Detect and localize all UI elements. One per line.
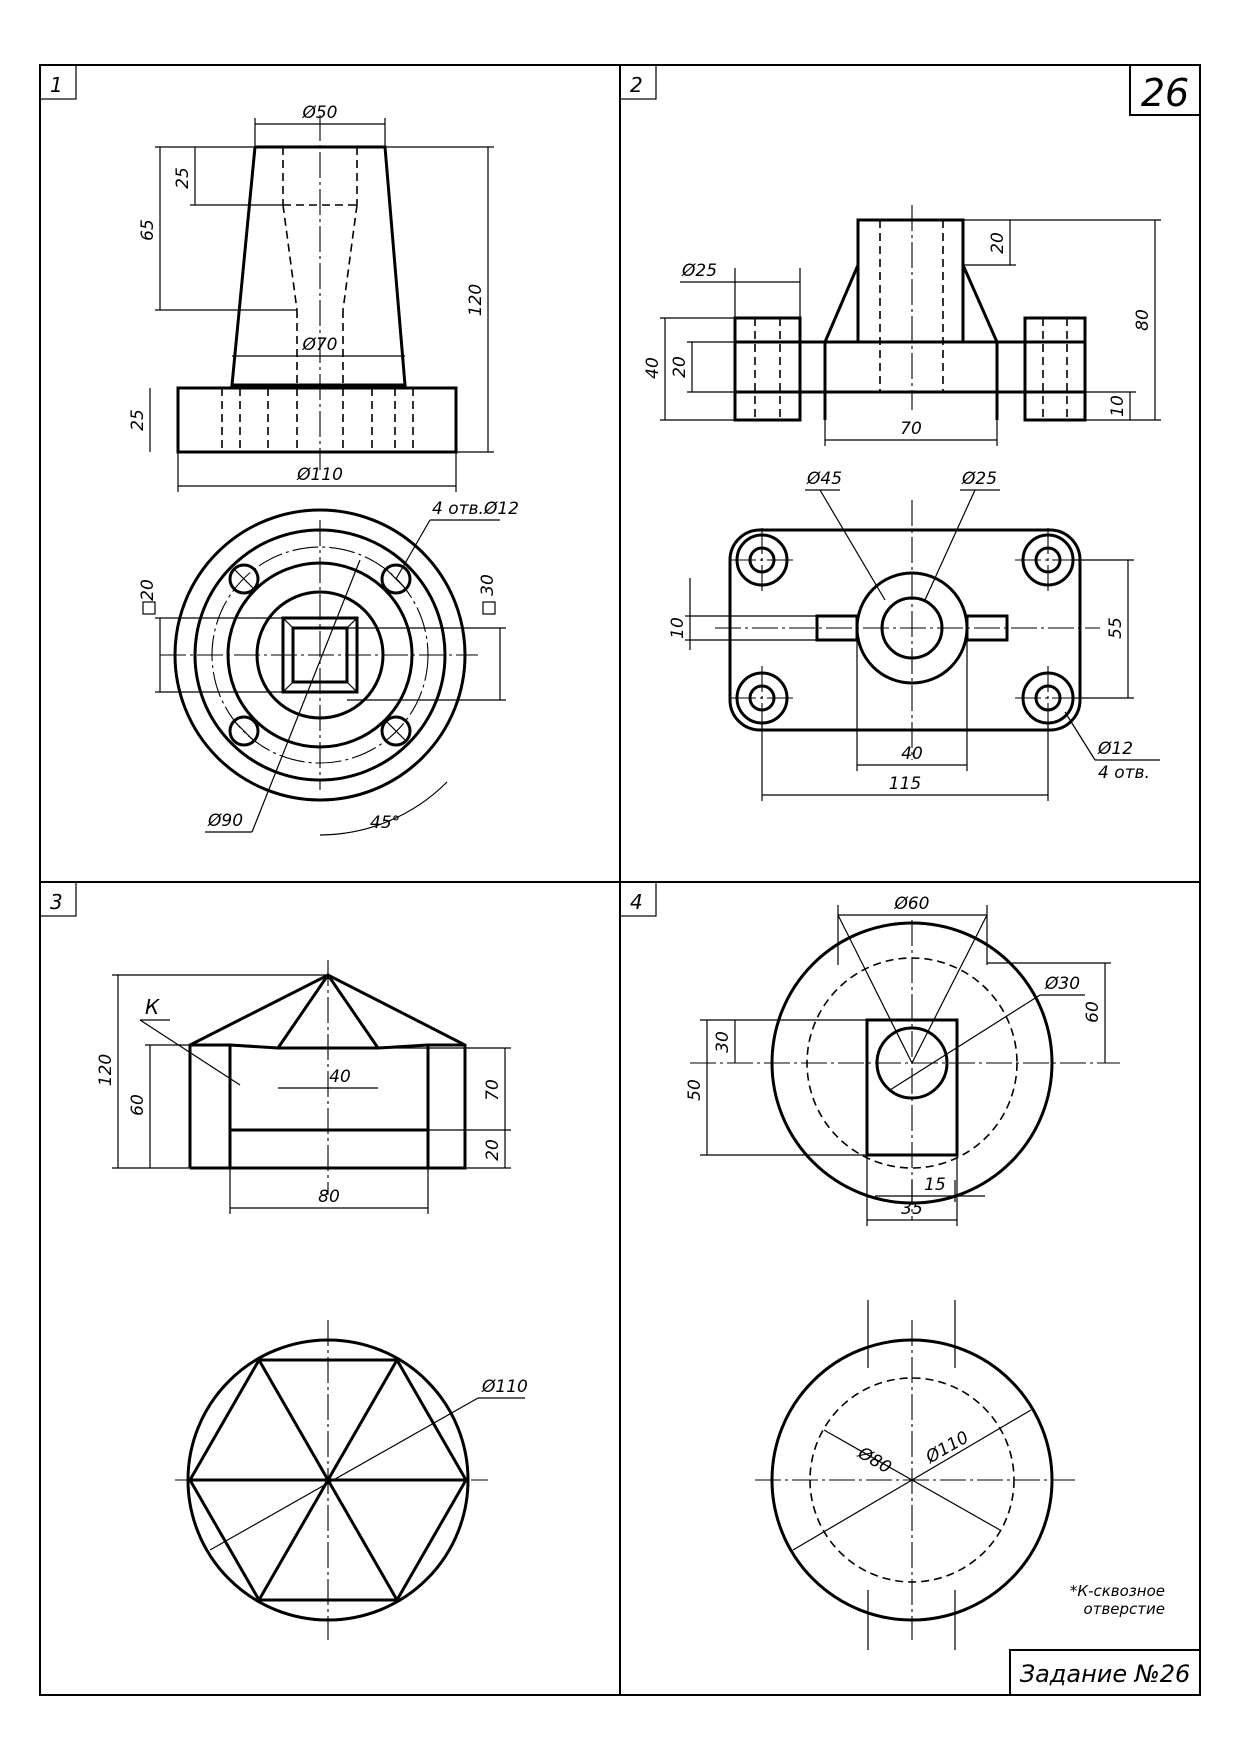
svg-text:60: 60 — [1083, 1001, 1103, 1023]
svg-text:Ø25: Ø25 — [681, 261, 717, 281]
panel-4-front-view: Ø60 Ø30 50 30 60 15 35 — [685, 894, 1120, 1226]
svg-text:80: 80 — [1133, 309, 1153, 331]
svg-text:45°: 45° — [370, 813, 400, 833]
svg-text:20: 20 — [670, 356, 690, 378]
svg-text:Ø25: Ø25 — [961, 469, 997, 489]
svg-text:Ø12: Ø12 — [1097, 739, 1133, 759]
svg-text:Ø110: Ø110 — [296, 465, 343, 485]
svg-text:80: 80 — [318, 1187, 340, 1207]
svg-text:20: 20 — [483, 1139, 503, 1161]
panel-2-top-view: Ø45 Ø25 10 55 40 115 Ø12 4 отв. — [668, 469, 1160, 801]
svg-text:25: 25 — [128, 409, 148, 431]
svg-text:Ø110: Ø110 — [481, 1377, 528, 1397]
svg-text:26: 26 — [1141, 71, 1189, 115]
svg-text:20: 20 — [988, 232, 1008, 254]
svg-text:Ø30: Ø30 — [1044, 974, 1080, 994]
svg-text:2: 2 — [630, 73, 643, 97]
svg-text:1: 1 — [50, 73, 63, 97]
panel-4-top-view: Ø80 Ø110 — [755, 1300, 1075, 1650]
svg-text:Ø45: Ø45 — [806, 469, 842, 489]
svg-text:30: 30 — [478, 574, 498, 596]
svg-text:Ø70: Ø70 — [301, 335, 337, 355]
footnote: *К-сквозное отверстие — [1070, 1582, 1165, 1618]
svg-text:10: 10 — [1108, 395, 1128, 417]
panel-3-top-view: Ø110 — [175, 1320, 528, 1640]
panel-1-top-view: 4 отв.Ø12 20 30 Ø90 45° — [138, 499, 519, 836]
svg-text:25: 25 — [173, 167, 193, 189]
svg-text:10: 10 — [668, 617, 688, 639]
svg-text:Ø90: Ø90 — [207, 811, 243, 831]
svg-text:Ø110: Ø110 — [922, 1428, 973, 1469]
panel-number-3: 3 — [39, 881, 77, 917]
svg-text:55: 55 — [1106, 617, 1126, 639]
variant-number-box: 26 — [1129, 64, 1201, 116]
svg-text:30: 30 — [713, 1031, 733, 1053]
panel-2-front-view: Ø25 20 80 10 40 20 70 — [643, 205, 1161, 446]
svg-text:отверстие: отверстие — [1084, 1600, 1165, 1618]
task-title-box: Задание №26 — [1009, 1649, 1201, 1696]
svg-text:115: 115 — [889, 774, 921, 794]
svg-text:4: 4 — [630, 890, 643, 914]
svg-text:Задание №26: Задание №26 — [1020, 1660, 1191, 1688]
svg-text:40: 40 — [643, 357, 663, 379]
svg-text:4 отв.: 4 отв. — [1098, 763, 1150, 783]
panel-3-front-view: К 120 60 70 20 40 80 — [96, 960, 511, 1214]
svg-text:70: 70 — [483, 1079, 503, 1101]
svg-text:3: 3 — [50, 890, 63, 914]
panel-number-1: 1 — [39, 64, 77, 100]
svg-text:*К-сквозное: *К-сквозное — [1070, 1582, 1165, 1600]
svg-text:120: 120 — [96, 1054, 116, 1086]
panel-1-front-view: Ø50 Ø70 Ø110 25 65 120 25 — [128, 103, 494, 492]
svg-text:40: 40 — [329, 1067, 351, 1087]
svg-text:Ø60: Ø60 — [893, 894, 929, 914]
svg-text:60: 60 — [128, 1094, 148, 1116]
svg-text:65: 65 — [138, 219, 158, 241]
svg-text:15: 15 — [924, 1175, 946, 1195]
svg-text:Ø50: Ø50 — [301, 103, 337, 123]
svg-text:К: К — [145, 995, 160, 1019]
svg-text:20: 20 — [138, 579, 158, 601]
svg-text:50: 50 — [685, 1079, 705, 1101]
svg-text:4 отв.Ø12: 4 отв.Ø12 — [432, 499, 519, 519]
svg-text:40: 40 — [901, 744, 923, 764]
panel-number-4: 4 — [619, 881, 657, 917]
svg-text:35: 35 — [901, 1199, 923, 1219]
svg-text:120: 120 — [466, 284, 486, 316]
panel-number-2: 2 — [619, 64, 657, 100]
svg-text:Ø80: Ø80 — [853, 1443, 894, 1478]
svg-text:70: 70 — [900, 419, 922, 439]
